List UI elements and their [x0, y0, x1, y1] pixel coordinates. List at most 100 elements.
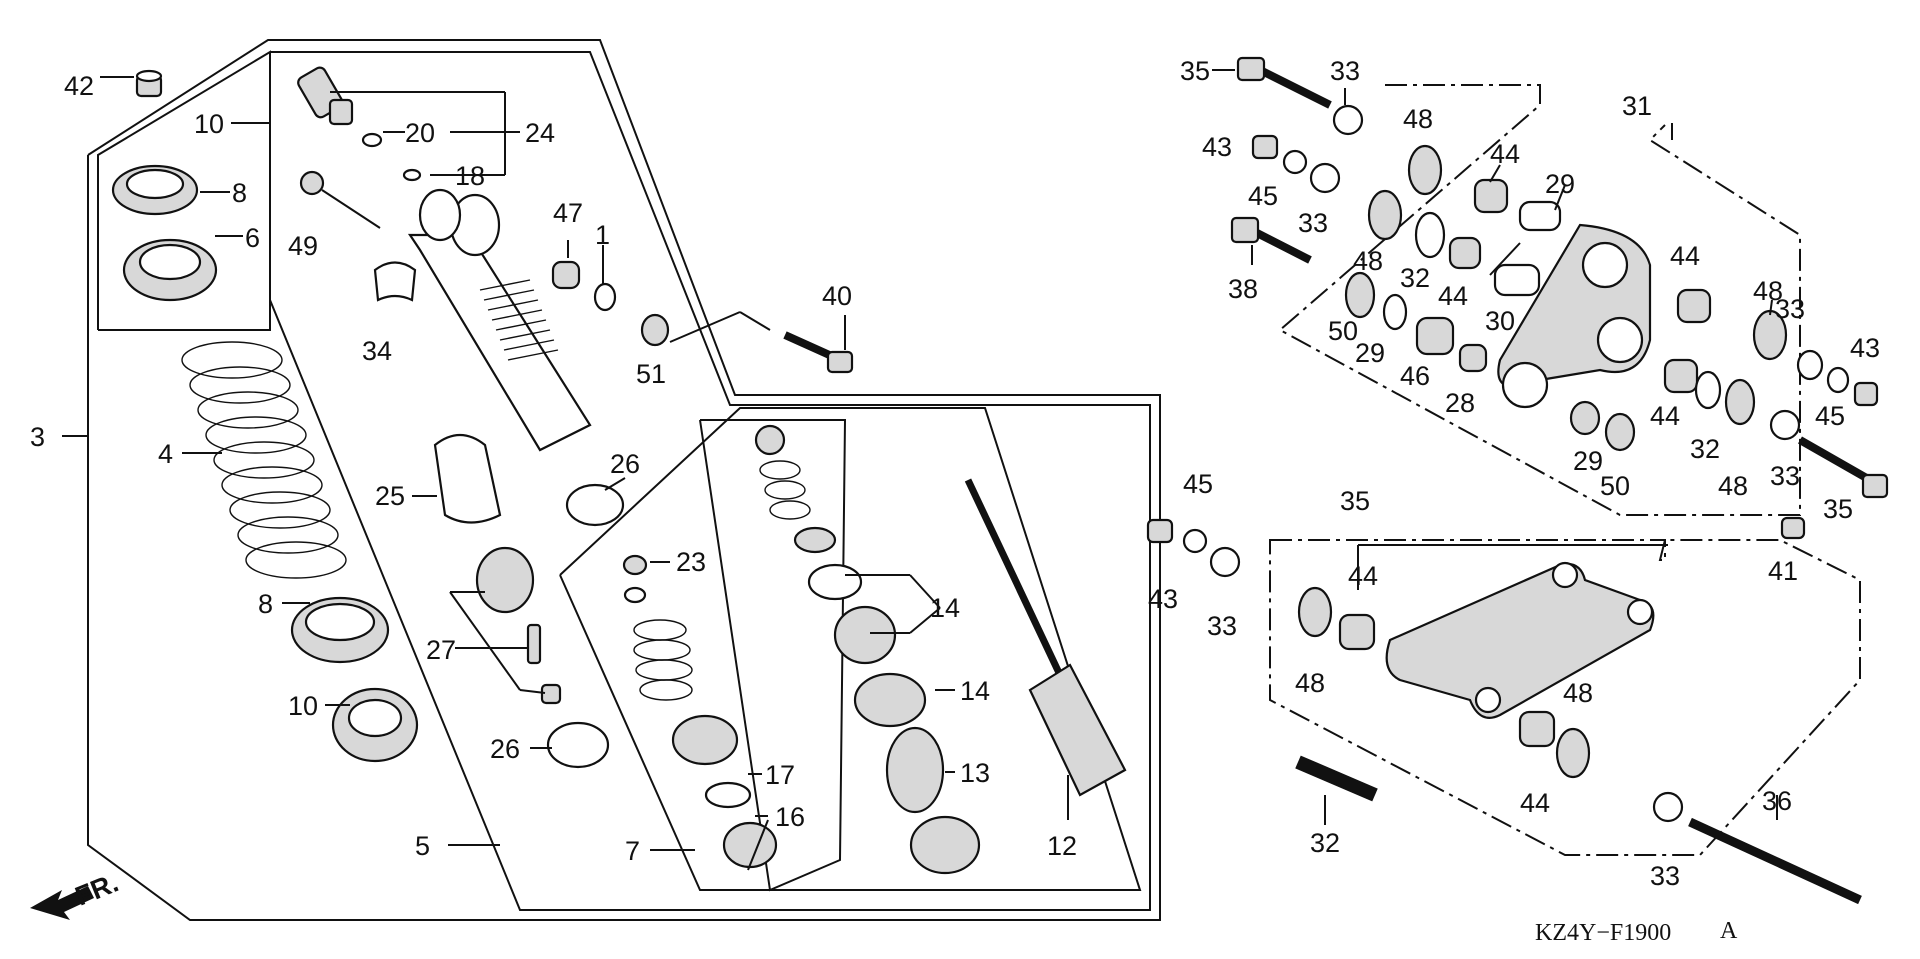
washer-20 [361, 132, 383, 148]
front-arrow-label: FR. [71, 867, 123, 911]
callout-5: 5 [415, 831, 430, 861]
callout-42-top: 43 [1202, 132, 1232, 162]
callout-25-bottom: 26 [490, 734, 520, 764]
link-outline [1269, 539, 1861, 856]
shock-arm-31 [1497, 223, 1652, 409]
circlip-25-bottom [546, 721, 610, 769]
shock-arm-outline [1278, 84, 1801, 516]
callout-39: 38 [1228, 274, 1258, 304]
o-ring-18 [402, 168, 422, 182]
callout-43: 41 [1768, 556, 1798, 586]
callout-44-r: 45 [1815, 401, 1845, 431]
callout-33-top: 33 [1330, 56, 1360, 86]
callout-labels: 42 10 8 6 3 4 8 10 5 7 20 24 18 49 34 47… [30, 56, 1880, 946]
callout-35: 35 [1340, 486, 1370, 516]
callout-29-b: 29 [1573, 446, 1603, 476]
bushing-47 [551, 260, 581, 290]
callout-50-b: 50 [1600, 471, 1630, 501]
callout-45-d: 44 [1650, 401, 1680, 431]
callout-45-e: 44 [1348, 561, 1378, 591]
link-35 [1385, 561, 1655, 719]
stopper-10 [331, 687, 419, 763]
circlip-1 [593, 282, 617, 312]
callout-38: 36 [1762, 786, 1792, 816]
callout-44-top: 45 [1248, 181, 1278, 211]
shock-assembly-outlines [87, 39, 1161, 921]
callout-41: 42 [64, 71, 94, 101]
callout-48-d: 48 [1718, 471, 1748, 501]
callout-28: 29 [1545, 169, 1575, 199]
lock-nut-9 [111, 164, 199, 216]
callout-34-a: 32 [1400, 263, 1430, 293]
callout-18: 18 [455, 161, 485, 191]
callout-45-f: 44 [1520, 788, 1550, 818]
callout-4: 4 [158, 439, 173, 469]
right-leader-lines [1212, 69, 1778, 825]
callout-48-e: 48 [1295, 668, 1325, 698]
callout-33-r2: 33 [1770, 461, 1800, 491]
callout-30: 30 [1485, 306, 1515, 336]
callout-37-r: 35 [1823, 494, 1853, 524]
nut-42-top [1251, 134, 1279, 160]
callout-13: 13 [960, 758, 990, 788]
callout-23: 24 [525, 118, 555, 148]
spring-seat-8 [290, 596, 390, 664]
callout-8: 8 [258, 589, 273, 619]
callout-36: 34 [362, 336, 392, 366]
callout-7: 6 [245, 223, 260, 253]
callout-40: 40 [822, 281, 852, 311]
callout-48-a: 48 [1403, 104, 1433, 134]
valve-26 [526, 623, 562, 705]
washer-33-top [1332, 104, 1364, 136]
adjuster-bolt-23 [297, 66, 354, 126]
callout-48-b: 48 [1353, 246, 1383, 276]
diagram-code-suffix: A [1720, 918, 1738, 944]
bladder-24 [433, 433, 502, 524]
callout-9: 8 [232, 178, 247, 208]
callout-42-b: 43 [1148, 584, 1178, 614]
callout-12: 12 [1047, 831, 1077, 861]
callout-49: 49 [288, 231, 318, 261]
stack-left [622, 554, 778, 869]
nut-41 [135, 69, 163, 98]
callout-45-c: 44 [1670, 241, 1700, 271]
callout-44-b: 45 [1183, 469, 1213, 499]
callout-37-top: 35 [1180, 56, 1210, 86]
washer-44-top [1282, 149, 1308, 175]
callout-45-b: 44 [1438, 281, 1468, 311]
callout-1: 1 [595, 220, 610, 250]
callout-26: 27 [426, 635, 456, 665]
bolt-40 [783, 331, 854, 374]
callout-33-bb: 33 [1650, 861, 1680, 891]
callout-15: 14 [930, 593, 960, 623]
circlip-25-top [565, 483, 625, 527]
callout-34-b: 32 [1690, 434, 1720, 464]
bolt-39 [1230, 216, 1312, 264]
adjuster-nut-7 [122, 238, 218, 302]
callout-51: 51 [636, 359, 666, 389]
callout-33-b: 33 [1207, 611, 1237, 641]
piston-rod-assembly [964, 478, 1127, 797]
callout-42-r: 43 [1850, 333, 1880, 363]
right-top-parts [1344, 144, 1889, 540]
callout-10: 10 [288, 691, 318, 721]
cap-36 [373, 261, 417, 302]
reservoir-cap [475, 546, 535, 614]
damper-body [407, 188, 592, 452]
stack-right [754, 424, 981, 875]
callout-11: 10 [194, 109, 224, 139]
callout-14: 14 [960, 676, 990, 706]
callout-33-r: 33 [1775, 294, 1805, 324]
callout-33-mid: 33 [1298, 208, 1328, 238]
spring-4 [181, 341, 347, 579]
callout-29-a: 29 [1355, 338, 1385, 368]
diagram-code: KZ4Y−F1900 [1535, 920, 1671, 946]
washer-33-mid [1309, 162, 1341, 194]
callout-25-top: 26 [610, 449, 640, 479]
callout-17: 17 [765, 760, 795, 790]
front-arrow [30, 886, 94, 920]
callout-31: 31 [1622, 91, 1652, 121]
callout-48-c: 48 [1753, 276, 1783, 306]
callout-32: 32 [1310, 828, 1340, 858]
